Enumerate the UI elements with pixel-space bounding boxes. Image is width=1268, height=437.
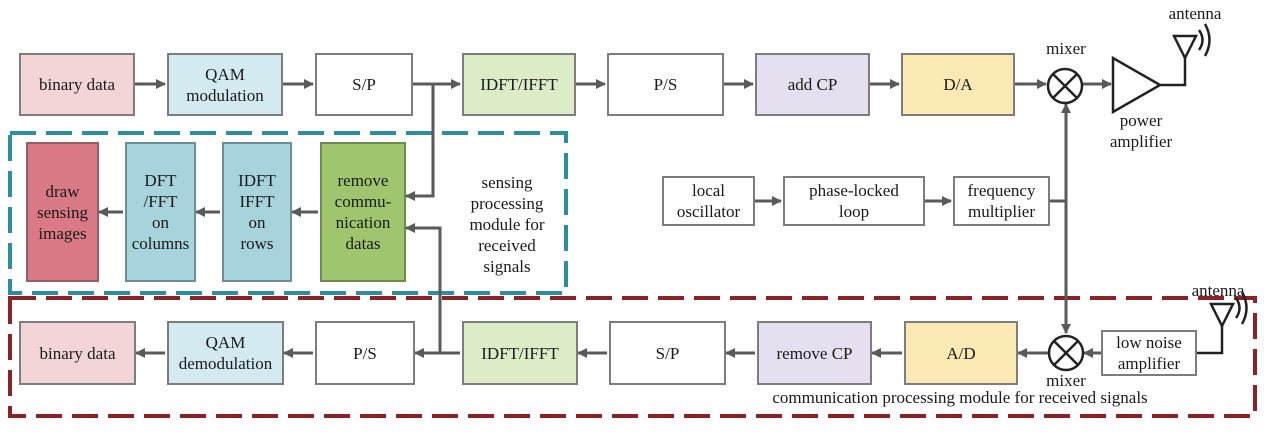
tx-ps-block: P/S — [607, 53, 724, 116]
rx-binary-data-block: binary data — [19, 321, 136, 385]
qam-modulation-block: QAM modulation — [167, 53, 283, 116]
arrow-rx-tap-to-remove — [405, 223, 442, 353]
tx-mixer-icon — [1046, 67, 1084, 105]
sensing-module-border — [8, 131, 568, 295]
da-converter-block: D/A — [901, 53, 1015, 116]
qam-demodulation-block: QAM demodulation — [167, 321, 284, 385]
rx-mixer-label: mixer — [1046, 371, 1086, 390]
phase-locked-loop-block: phase-locked loop — [783, 176, 925, 226]
rx-ps-block: P/S — [315, 321, 415, 385]
local-oscillator-block: local oscillator — [662, 176, 755, 226]
sensing-module-caption: sensing processing module for received s… — [469, 173, 545, 276]
comm-module-caption: communication processing module for rece… — [772, 388, 1148, 407]
rx-antenna-icon — [1197, 291, 1248, 355]
rx-idft-ifft-block: IDFT/IFFT — [462, 321, 578, 385]
tx-mixer-label: mixer — [1046, 39, 1086, 58]
remove-cp-block: remove CP — [757, 321, 872, 385]
ad-converter-block: A/D — [904, 321, 1018, 385]
rx-sp-block: S/P — [609, 321, 726, 385]
draw-sensing-images-block: draw sensing images — [26, 142, 99, 282]
add-cp-block: add CP — [755, 53, 870, 116]
low-noise-amplifier-block: low noise amplifier — [1101, 330, 1197, 376]
tx-sp-block: S/P — [315, 53, 413, 116]
remove-communication-datas-block: remove commu- nication datas — [320, 142, 406, 282]
frequency-multiplier-block: frequency multiplier — [953, 176, 1050, 226]
tx-binary-data-block: binary data — [19, 53, 135, 116]
tx-antenna-icon — [1160, 23, 1211, 87]
rx-antenna-label: antenna — [1191, 281, 1245, 300]
tx-idft-ifft-block: IDFT/IFFT — [462, 53, 576, 116]
idft-ifft-rows-block: IDFT IFFT on rows — [222, 142, 292, 282]
tx-antenna-label: antenna — [1168, 4, 1222, 23]
arrow-tx-tap-to-remove — [405, 84, 435, 201]
rx-mixer-icon — [1047, 334, 1085, 372]
dft-fft-columns-block: DFT /FFT on columns — [125, 142, 196, 282]
power-amplifier-label: power amplifier — [1109, 111, 1173, 151]
power-amplifier-icon — [1111, 55, 1163, 115]
comm-module-border — [8, 296, 1257, 418]
